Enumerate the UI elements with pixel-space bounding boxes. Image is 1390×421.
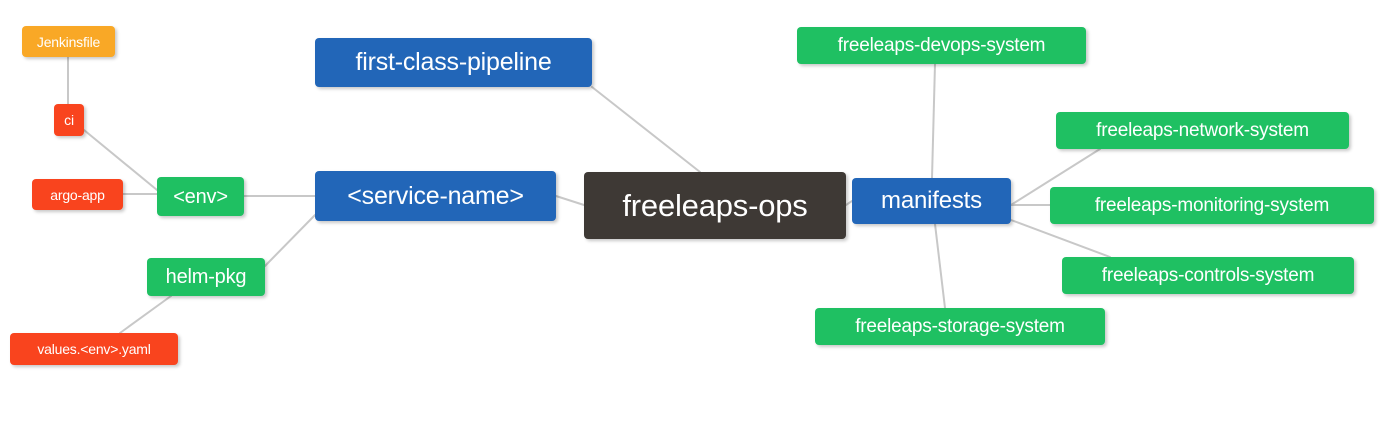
node-label-jenkinsfile: Jenkinsfile <box>36 33 101 50</box>
node-ci[interactable]: ci <box>54 104 84 136</box>
edge-service-name-to-helm-pkg <box>264 214 316 267</box>
edge-root-to-service-name <box>555 195 585 206</box>
node-label-env: <env> <box>173 185 228 208</box>
node-manifests[interactable]: manifests <box>852 178 1011 224</box>
node-label-root: freeleaps-ops <box>622 188 808 223</box>
node-label-values-yaml: values.<env>.yaml <box>37 341 151 357</box>
node-freeleaps-storage-system[interactable]: freeleaps-storage-system <box>815 308 1105 345</box>
edge-root-to-first-class-pipeline <box>591 86 701 173</box>
node-label-ci: ci <box>64 112 74 128</box>
node-label-freeleaps-storage-system: freeleaps-storage-system <box>855 316 1065 337</box>
node-label-freeleaps-monitoring-system: freeleaps-monitoring-system <box>1094 195 1330 216</box>
node-freeleaps-controls-system[interactable]: freeleaps-controls-system <box>1062 257 1354 294</box>
edge-helm-pkg-to-values-yaml <box>119 295 172 334</box>
node-argo-app[interactable]: argo-app <box>32 179 123 210</box>
node-values-yaml[interactable]: values.<env>.yaml <box>10 333 178 365</box>
node-label-helm-pkg: helm-pkg <box>165 266 247 288</box>
node-freeleaps-devops-system[interactable]: freeleaps-devops-system <box>797 27 1086 64</box>
edge-manifests-to-freeleaps-devops-system <box>931 63 936 179</box>
node-label-service-name: <service-name> <box>347 181 524 210</box>
node-helm-pkg[interactable]: helm-pkg <box>147 258 265 296</box>
node-freeleaps-network-system[interactable]: freeleaps-network-system <box>1056 112 1349 149</box>
node-root[interactable]: freeleaps-ops <box>584 172 846 239</box>
node-label-freeleaps-devops-system: freeleaps-devops-system <box>837 35 1046 56</box>
node-label-manifests: manifests <box>881 187 982 214</box>
node-first-class-pipeline[interactable]: first-class-pipeline <box>315 38 592 87</box>
node-label-freeleaps-network-system: freeleaps-network-system <box>1096 120 1309 141</box>
node-label-argo-app: argo-app <box>50 186 105 203</box>
edge-manifests-to-freeleaps-controls-system <box>1010 219 1111 258</box>
node-service-name[interactable]: <service-name> <box>315 171 556 221</box>
node-env[interactable]: <env> <box>157 177 244 216</box>
node-label-first-class-pipeline: first-class-pipeline <box>355 48 552 76</box>
node-label-freeleaps-controls-system: freeleaps-controls-system <box>1101 265 1315 286</box>
node-freeleaps-monitoring-system[interactable]: freeleaps-monitoring-system <box>1050 187 1374 224</box>
edge-manifests-to-freeleaps-storage-system <box>934 223 946 309</box>
node-jenkinsfile[interactable]: Jenkinsfile <box>22 26 115 57</box>
